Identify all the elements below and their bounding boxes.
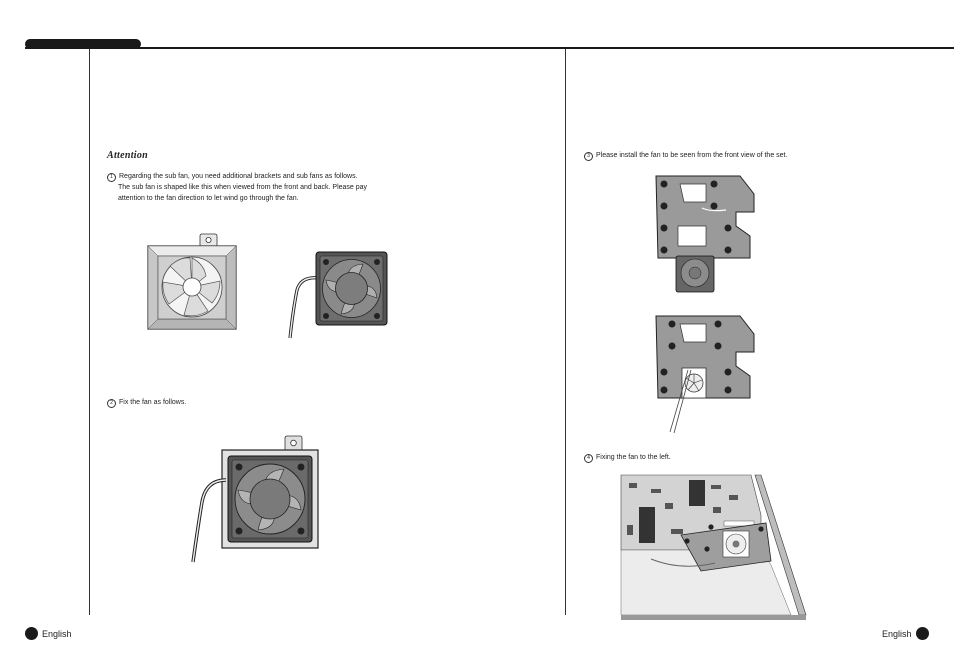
board-installed-figure xyxy=(620,474,807,620)
step2-label: Fix the fan as follows. xyxy=(119,399,187,406)
step3-label: Please install the fan to be seen from t… xyxy=(596,152,788,159)
header-rule xyxy=(25,47,954,49)
fan-front-figure xyxy=(147,233,237,330)
step3-number: 3 xyxy=(584,152,593,161)
left-margin-rule xyxy=(89,49,90,615)
right-footer-dot xyxy=(916,627,929,640)
bracket-fan-installed-figure xyxy=(655,315,755,434)
page-divider-rule xyxy=(565,49,566,615)
left-footer-label: English xyxy=(42,629,72,639)
step1-line3: attention to the fan direction to let wi… xyxy=(118,195,299,202)
attention-heading: Attention xyxy=(107,150,149,161)
step1-line2: The sub fan is shaped like this when vie… xyxy=(118,184,368,191)
bracket-fan-below-figure xyxy=(655,175,755,293)
step2-number: 2 xyxy=(107,399,116,408)
fan-back-figure xyxy=(288,251,388,339)
step1-line1: Regarding the sub fan, you need addition… xyxy=(119,173,358,180)
header-tab-bar xyxy=(25,39,141,49)
step4-number: 4 xyxy=(584,454,593,463)
step1-number: 1 xyxy=(107,173,116,182)
fan-fixed-figure xyxy=(191,435,319,563)
step4-label: Fixing the fan to the left. xyxy=(596,454,671,461)
left-footer-dot xyxy=(25,627,38,640)
right-footer-label: English xyxy=(882,629,912,639)
